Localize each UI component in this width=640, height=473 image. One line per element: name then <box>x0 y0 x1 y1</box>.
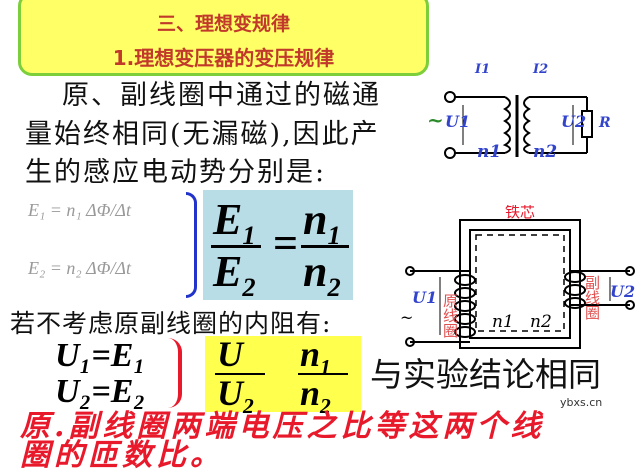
u2-equals-e2: U₂=E₂ <box>55 373 146 410</box>
label-i2: I2 <box>532 62 548 77</box>
fraction-bar <box>215 373 265 375</box>
primary-coil <box>502 96 511 154</box>
subsection-title: 1.理想变压器的变压规律 <box>112 46 335 70</box>
conclusion-text: 与实验结论相同 <box>370 355 601 394</box>
secondary-coil <box>523 96 532 154</box>
label-n1: n1 <box>492 312 514 332</box>
ratio-n2: n <box>303 247 328 296</box>
ratio-u2: U <box>217 373 243 413</box>
final-ratio-box: U U2 n1 n2 <box>205 334 361 417</box>
label-i1: I1 <box>474 62 490 77</box>
section-title: 三、理想变规律 <box>156 13 290 35</box>
terminal <box>444 91 456 103</box>
red-brace <box>168 338 182 408</box>
equals-sign: = <box>273 219 299 268</box>
ratio-n2: n <box>300 373 321 413</box>
watermark: ybxs.cn <box>560 396 603 409</box>
core-outer <box>459 219 581 349</box>
emf-e2-formula: E₂ = n₂ ΔΦ/Δt <box>28 258 131 278</box>
ratio-e1: E <box>213 195 243 244</box>
condition-text: 若不考虑原副线圈的内阻有: <box>10 309 332 338</box>
core-inner <box>469 229 571 339</box>
label-u2: U2 <box>561 112 586 131</box>
title-box: 三、理想变规律 1.理想变压器的变压规律 <box>18 0 429 76</box>
body-line-1: 原、副线圈中通过的磁通 <box>62 80 381 111</box>
fraction-bar <box>298 373 348 375</box>
ac-source-icon: ~ <box>427 108 444 132</box>
resistor <box>581 110 593 138</box>
ratio-n1: n <box>300 334 321 374</box>
transformer-circuit: I1 I2 ~ U1 n1 n2 U2 R <box>427 62 611 162</box>
iron-core-diagram: 铁芯 U1 n1 n2 U2 ~ 原线圈 副线圈 <box>400 205 635 349</box>
label-u1: U1 <box>412 288 437 307</box>
primary-coil-label: 原线圈 <box>441 293 459 338</box>
ac-source-icon: ~ <box>400 308 413 327</box>
secondary-coil-label: 副线圈 <box>583 275 601 320</box>
handwritten-annotation-line2: 圈的匝数比。 <box>20 438 224 473</box>
terminal <box>444 147 456 159</box>
emf-e1-formula: E₁ = n₁ ΔΦ/Δt <box>28 200 131 220</box>
ratio-box: E1 E2 = n1 n2 <box>203 190 353 300</box>
label-n1: n1 <box>477 142 501 162</box>
label-r: R <box>598 115 611 131</box>
u1-equals-e1: U₁=E₁ <box>55 337 146 374</box>
ratio-n1: n <box>303 195 328 244</box>
brace-upper <box>186 192 197 245</box>
fraction-bar <box>211 245 261 248</box>
label-n2: n2 <box>530 312 552 332</box>
handwritten-annotation-line1: 原.副线圈两端电压之比等这两个线 <box>20 409 545 444</box>
secondary-coil-turns <box>564 271 586 309</box>
brace-lower <box>186 245 197 298</box>
label-n2: n2 <box>533 142 557 162</box>
label-u2: U2 <box>610 282 635 301</box>
label-u1: U1 <box>445 112 470 131</box>
body-line-2: 量始终相同(无漏磁),因此产 <box>25 119 380 150</box>
core-label: 铁芯 <box>505 205 535 221</box>
primary-coil-turns <box>454 274 476 338</box>
fraction-bar <box>301 245 349 248</box>
ratio-e2: E <box>213 247 243 296</box>
body-line-3: 生的感应电动势分别是: <box>25 157 327 188</box>
ratio-u1: U <box>217 334 243 374</box>
